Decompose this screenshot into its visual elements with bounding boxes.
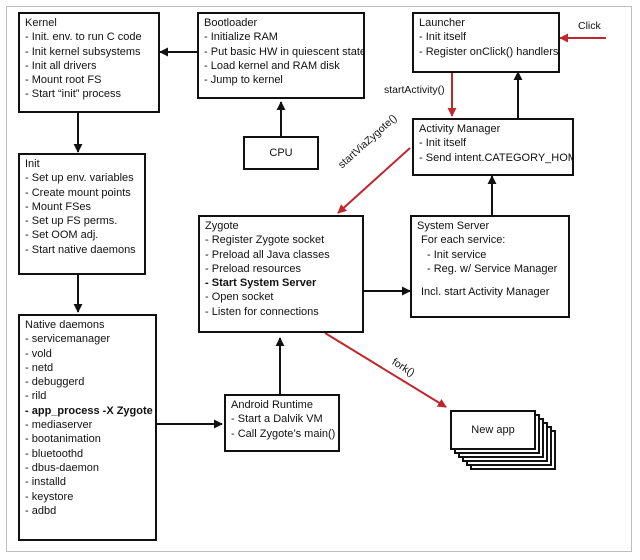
- zygote-box: Zygote Register Zygote socket Preload al…: [198, 215, 364, 333]
- kernel-step: Mount root FS: [25, 73, 153, 87]
- bootloader-step: Jump to kernel: [204, 73, 358, 87]
- launcher-box: Launcher Init itself Register onClick() …: [412, 12, 560, 73]
- daemon-item-app-process: app_process -X Zygote: [25, 404, 153, 418]
- daemon-item: mediaserver: [25, 418, 150, 432]
- native-daemons-box: Native daemons servicemanager vold netd …: [18, 314, 157, 541]
- system-server-step: Reg. w/ Service Manager: [417, 262, 563, 276]
- daemon-item: installd: [25, 475, 150, 489]
- click-label: Click: [578, 20, 601, 32]
- daemon-item: keystore: [25, 490, 150, 504]
- kernel-title: Kernel: [25, 17, 57, 29]
- cpu-box: CPU: [243, 136, 319, 170]
- daemon-item: adbd: [25, 504, 150, 518]
- launcher-step: Init itself: [419, 30, 553, 44]
- arrow-start-via-zygote: [337, 147, 411, 214]
- daemon-item: rild: [25, 389, 150, 403]
- native-daemons-title: Native daemons: [25, 319, 105, 331]
- daemon-item: bluetoothd: [25, 447, 150, 461]
- diagram-frame: [6, 6, 632, 552]
- init-step: Start native daemons: [25, 243, 139, 257]
- kernel-box: Kernel Init. env. to run C code Init ker…: [18, 12, 160, 113]
- activity-manager-box: Activity Manager Init itself Send intent…: [412, 118, 574, 176]
- bootloader-box: Bootloader Initialize RAM Put basic HW i…: [197, 12, 365, 99]
- android-runtime-box: Android Runtime Start a Dalvik VM Call Z…: [224, 394, 340, 452]
- zygote-step: Register Zygote socket: [205, 233, 357, 247]
- init-step: Mount FSes: [25, 200, 139, 214]
- launcher-step: Register onClick() handlers: [419, 45, 558, 59]
- android-runtime-step: Call Zygote’s main(): [231, 427, 336, 441]
- arrow-fork: [324, 332, 447, 408]
- init-step: Set OOM adj.: [25, 228, 139, 242]
- kernel-step: Init. env. to run C code: [25, 30, 153, 44]
- bootloader-step: Load kernel and RAM disk: [204, 59, 358, 73]
- start-activity-label: startActivity(): [384, 84, 445, 96]
- system-server-title: System Server: [417, 220, 490, 232]
- bootloader-title: Bootloader: [204, 17, 258, 29]
- activity-manager-step: Send intent.CATEGORY_HOME: [419, 151, 572, 165]
- kernel-step: Init kernel subsystems: [25, 45, 153, 59]
- init-step: Set up env. variables: [25, 171, 139, 185]
- daemon-item: vold: [25, 347, 150, 361]
- zygote-step-start-system-server: Start System Server: [205, 276, 357, 290]
- android-runtime-step: Start a Dalvik VM: [231, 412, 333, 426]
- system-server-subtitle: For each service:: [421, 234, 506, 247]
- zygote-step: Preload all Java classes: [205, 248, 357, 262]
- init-title: Init: [25, 158, 40, 170]
- init-step: Create mount points: [25, 186, 139, 200]
- kernel-step: Start “init” process: [25, 87, 153, 101]
- daemon-item: servicemanager: [25, 332, 150, 346]
- daemon-item: dbus-daemon: [25, 461, 150, 475]
- launcher-title: Launcher: [419, 17, 465, 29]
- zygote-title: Zygote: [205, 220, 239, 232]
- activity-manager-title: Activity Manager: [419, 123, 501, 135]
- bootloader-step: Put basic HW in quiescent state: [204, 45, 363, 59]
- daemon-item: netd: [25, 361, 150, 375]
- activity-manager-step: Init itself: [419, 136, 567, 150]
- new-app-box: New app: [450, 410, 536, 450]
- system-server-step: Init service: [417, 248, 563, 262]
- init-step: Set up FS perms.: [25, 214, 139, 228]
- daemon-item: debuggerd: [25, 375, 150, 389]
- zygote-step: Preload resources: [205, 262, 357, 276]
- bootloader-step: Initialize RAM: [204, 30, 358, 44]
- system-server-box: System Server For each service: Init ser…: [410, 215, 570, 318]
- kernel-step: Init all drivers: [25, 59, 153, 73]
- zygote-step: Open socket: [205, 290, 357, 304]
- system-server-footer: Incl. start Activity Manager: [421, 286, 550, 299]
- zygote-step: Listen for connections: [205, 305, 357, 319]
- new-app-label: New app: [471, 423, 515, 436]
- daemon-item: bootanimation: [25, 432, 150, 446]
- android-runtime-title: Android Runtime: [231, 399, 313, 411]
- init-box: Init Set up env. variables Create mount …: [18, 153, 146, 275]
- cpu-label: CPU: [269, 146, 293, 159]
